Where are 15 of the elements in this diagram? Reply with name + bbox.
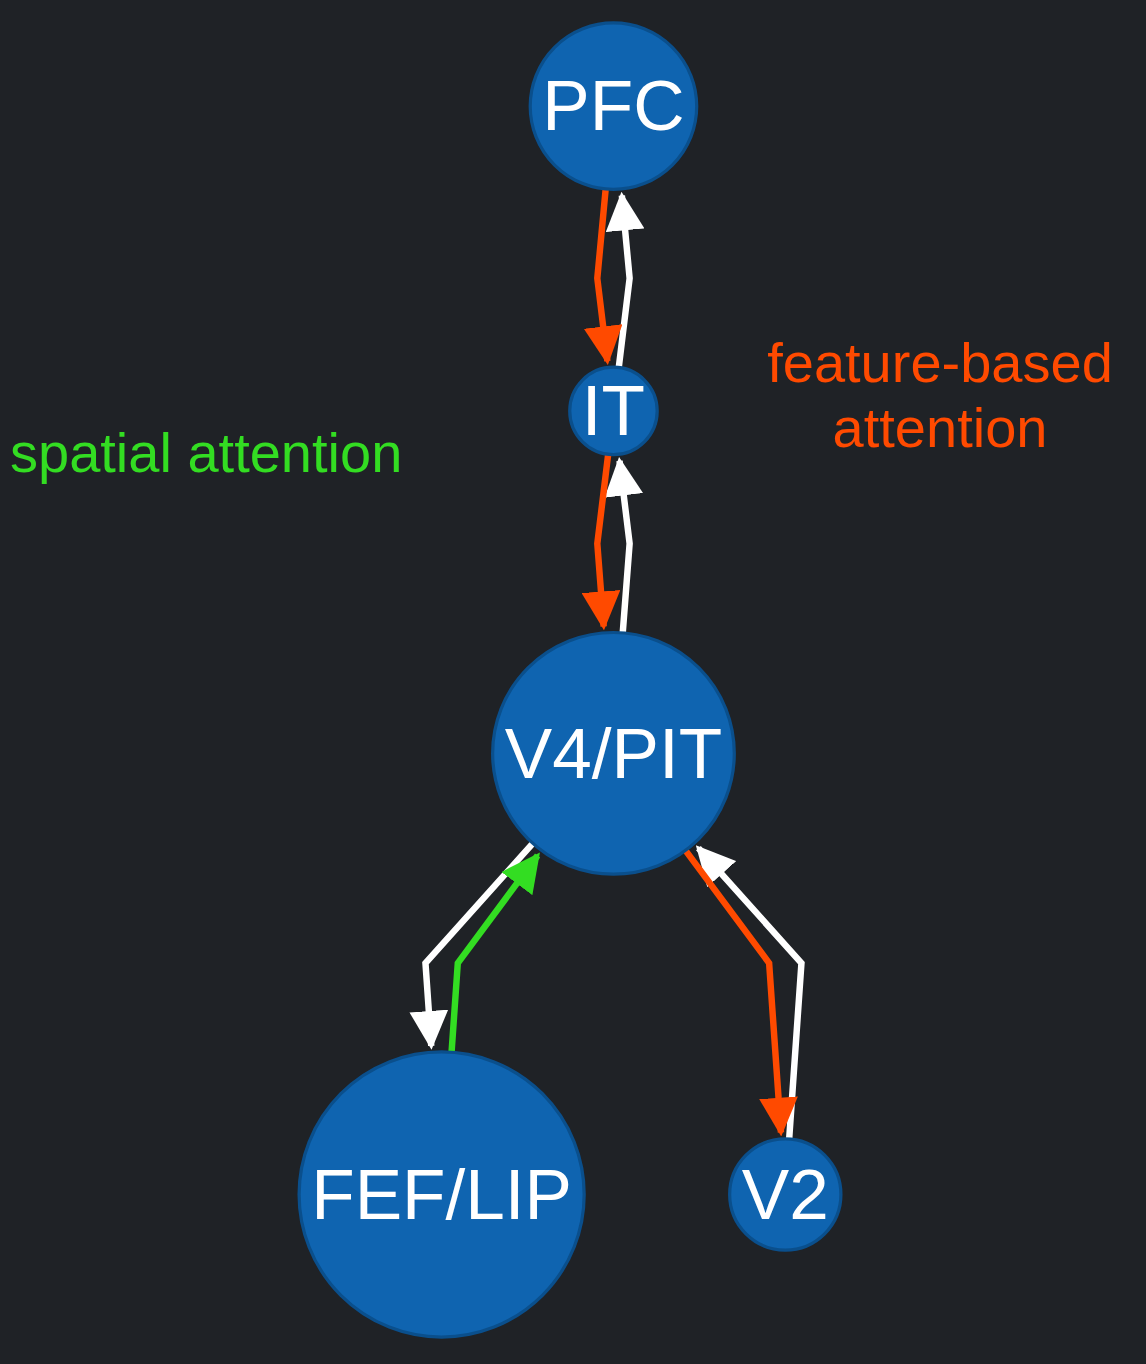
arrow	[682, 848, 798, 1137]
node-circle: V4/PIT	[491, 630, 736, 876]
arrow	[604, 456, 643, 634]
node-circle: FEF/LIP	[297, 1050, 586, 1339]
node-circle: PFC	[528, 21, 699, 192]
arrow	[409, 841, 536, 1050]
annotation-text: feature-based attention	[766, 330, 1114, 460]
arrow	[695, 845, 805, 1140]
annotation-text: spatial attention	[10, 420, 403, 485]
arrow	[581, 454, 621, 631]
arrow	[605, 191, 645, 368]
arrow	[583, 188, 623, 365]
arrow	[448, 852, 541, 1053]
node-circle: V2	[728, 1137, 843, 1252]
node-circle: IT	[568, 365, 659, 457]
